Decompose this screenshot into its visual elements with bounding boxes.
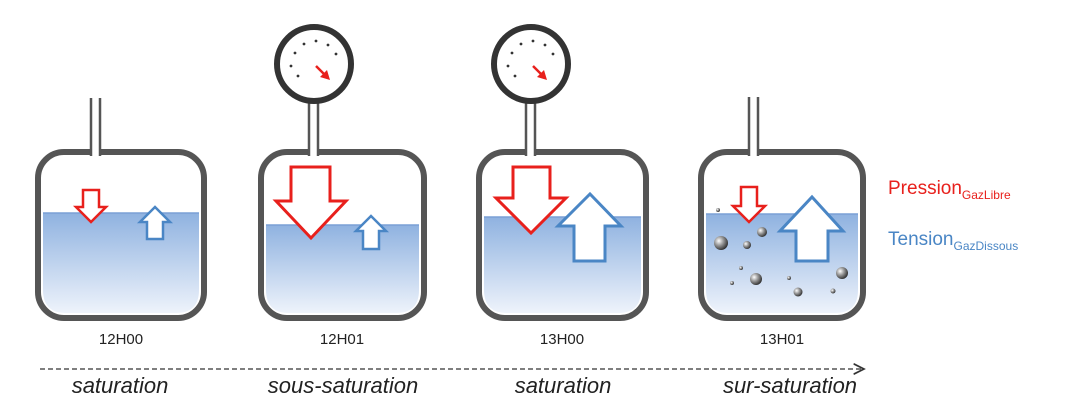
state-label-13h00: saturation bbox=[514, 373, 612, 398]
pressure-arrow bbox=[492, 165, 570, 236]
pressure-arrow bbox=[272, 165, 350, 241]
time-label-13h01: 13H01 bbox=[759, 331, 805, 348]
legend-pression-label: Pression bbox=[888, 178, 962, 199]
vessel-12h00 bbox=[35, 98, 207, 321]
legend-pression: PressionGazLibre bbox=[888, 178, 1011, 202]
vessel-13h01 bbox=[698, 97, 866, 321]
state-label-13h01: sur-saturation bbox=[722, 373, 858, 398]
tension-arrow bbox=[136, 205, 174, 241]
neck-pipe bbox=[89, 98, 102, 158]
tension-arrow bbox=[776, 194, 847, 263]
state-label-12h00: saturation bbox=[71, 373, 169, 398]
time-label-13h00: 13H00 bbox=[539, 331, 585, 348]
legend-pression-sub: GazLibre bbox=[961, 188, 1011, 202]
vessel-outline bbox=[698, 149, 866, 321]
legend-tension-sub: GazDissous bbox=[953, 239, 1019, 253]
vessel-outline bbox=[258, 149, 427, 321]
water bbox=[484, 216, 641, 313]
neck-pipe bbox=[747, 97, 760, 158]
legend-tension-label: Tension bbox=[888, 229, 954, 250]
neck-pipe bbox=[307, 97, 320, 158]
vessel-outline bbox=[35, 149, 207, 321]
water bbox=[43, 212, 199, 313]
vessel-outline bbox=[476, 149, 649, 321]
pressure-gauge-icon bbox=[274, 24, 354, 104]
vessel-13h00 bbox=[476, 24, 649, 321]
tension-arrow bbox=[554, 191, 625, 263]
time-label-12h00: 12H00 bbox=[98, 331, 144, 348]
state-label-12h01: sous-saturation bbox=[267, 373, 419, 398]
time-label-12h01: 12H01 bbox=[319, 331, 365, 348]
pressure-arrow bbox=[729, 185, 769, 224]
tension-arrow bbox=[352, 214, 390, 251]
pressure-arrow bbox=[72, 188, 110, 224]
legend-tension: TensionGazDissous bbox=[888, 229, 1018, 253]
water bbox=[266, 224, 419, 313]
pressure-gauge-icon bbox=[491, 24, 571, 104]
neck-pipe bbox=[524, 97, 537, 158]
vessel-12h01 bbox=[258, 24, 427, 321]
